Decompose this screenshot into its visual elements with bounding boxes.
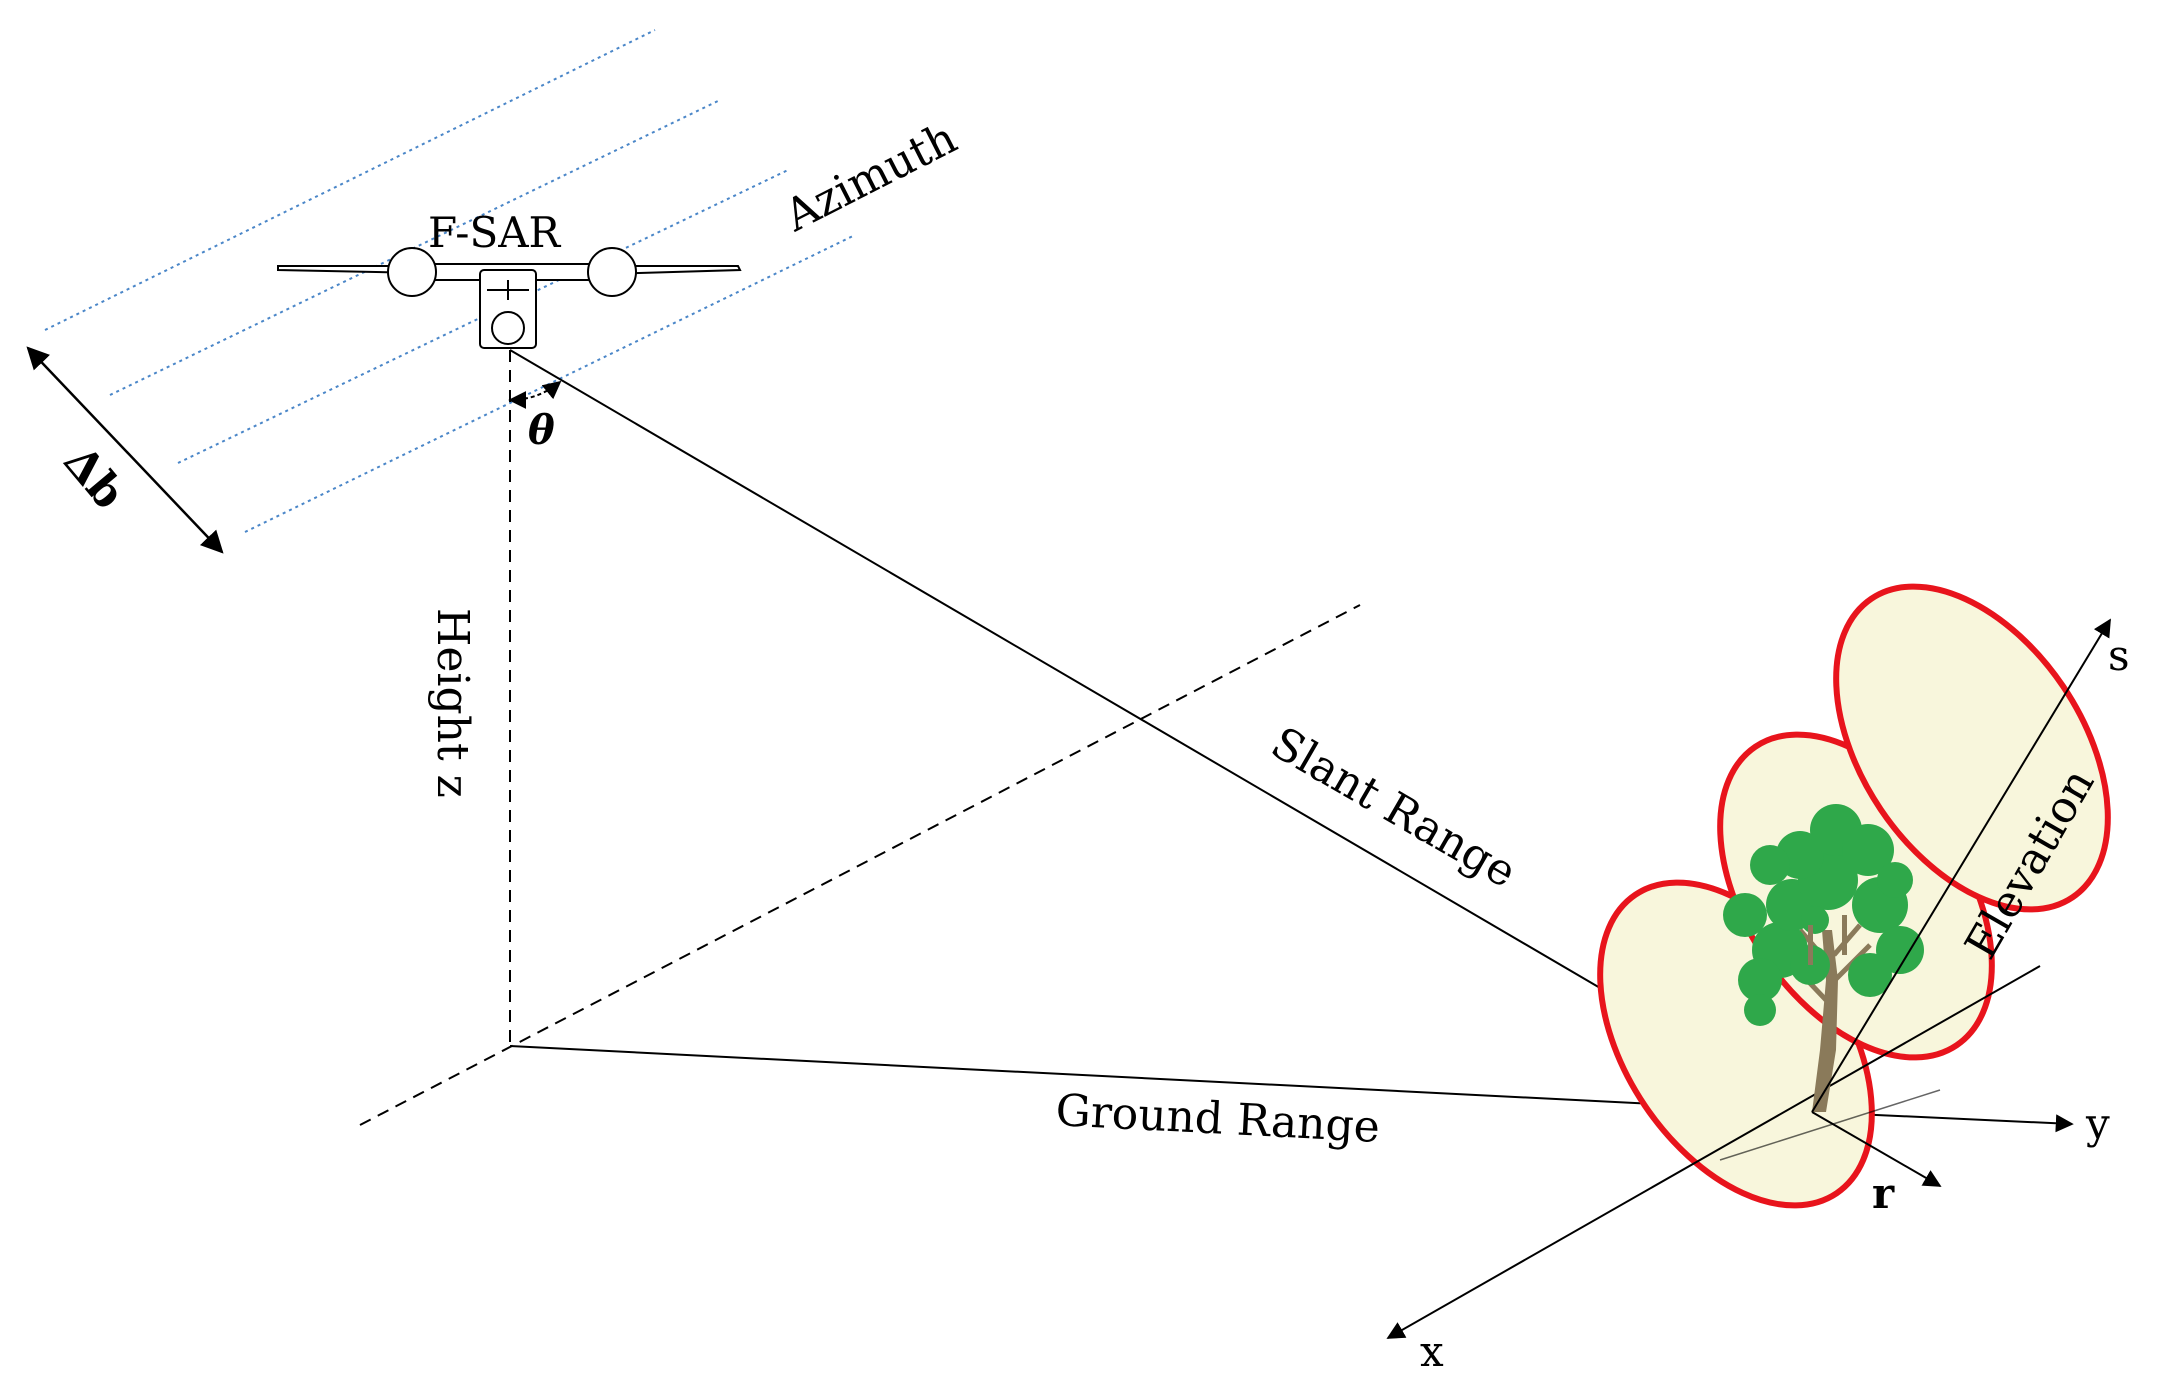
angle-label: θ [528, 407, 555, 454]
incidence-angle-arc [508, 380, 562, 409]
elevation-axis-s [1811, 618, 2111, 1113]
ground-range-label: Ground Range [1054, 1085, 1381, 1153]
y-axis-label: y [2085, 1099, 2110, 1148]
flight-track-1 [44, 29, 656, 331]
azimuth-ground-line [359, 604, 1361, 1126]
ground-range-line [509, 1045, 1813, 1113]
azimuth-label: Azimuth [776, 112, 965, 242]
x-axis-label: x [1420, 1327, 1444, 1376]
sensor-label: F-SAR [428, 208, 562, 257]
x-axis [1386, 965, 2041, 1339]
slant-range-line [509, 349, 1813, 1113]
aircraft-icon [277, 247, 742, 349]
s-axis-label: s [2108, 631, 2130, 680]
baseline-arrow [26, 346, 224, 554]
r-axis-label: r [1872, 1169, 1895, 1218]
resolution-cell-upper [1833, 583, 2111, 913]
height-label: Height z [427, 608, 478, 798]
tree-icon [1723, 804, 1924, 1112]
cell-crossline [1719, 1089, 1941, 1161]
slant-range-label: Slant Range [1263, 717, 1525, 898]
flight-track-4 [244, 234, 856, 533]
